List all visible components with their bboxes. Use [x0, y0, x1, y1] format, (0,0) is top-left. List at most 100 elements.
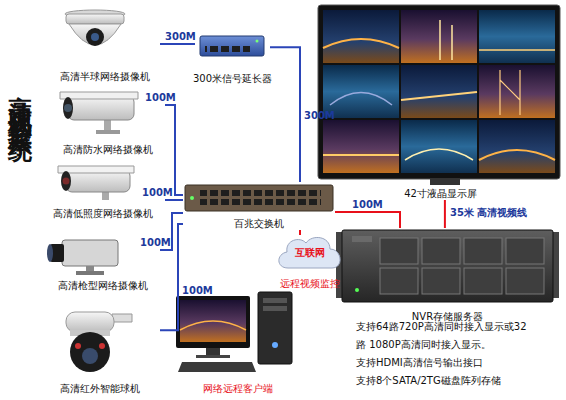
network-switch	[185, 185, 333, 211]
dome-camera	[65, 10, 125, 46]
lcd-monitor	[479, 10, 555, 63]
ptz-dome-camera	[112, 314, 132, 322]
bandwidth-label: 35米 高清视频线	[450, 207, 527, 219]
extender-node: 300米信号延长器	[195, 25, 270, 85]
bullet-camera	[60, 92, 138, 134]
nvr-server	[342, 230, 553, 302]
cable-line	[335, 212, 400, 228]
ptz-camera-node: 高清红外智能球机	[40, 305, 160, 395]
client-pc	[180, 321, 246, 330]
node-label: 42寸液晶显示屏	[404, 188, 477, 200]
node-label: 高清红外智能球机	[60, 383, 140, 395]
client-pc	[272, 342, 278, 348]
signal-extender	[256, 40, 259, 43]
box-camera	[76, 271, 104, 275]
client-pc	[258, 292, 292, 364]
cable-line	[165, 105, 183, 195]
node-label: 高清防水网络摄像机	[63, 144, 153, 156]
network-switch	[190, 196, 194, 200]
ptz-dome-camera	[75, 343, 81, 349]
node-label: 高清半球网络摄像机	[60, 71, 150, 83]
cable-line	[270, 47, 300, 182]
nvr-server	[355, 288, 359, 292]
spec-note: 支持HDMI高清信号输出接口	[356, 354, 556, 372]
client-pc	[180, 300, 246, 342]
dome-camera-node: 高清半球网络摄像机	[50, 5, 160, 83]
cloud-label: 互联网	[295, 247, 325, 259]
nvr-server	[464, 238, 502, 264]
cable-line	[299, 230, 301, 235]
node-label: 高清枪型网络摄像机	[58, 280, 148, 292]
cloud-node: 互联网远程视频监控	[270, 235, 350, 290]
dome-camera	[66, 14, 124, 24]
lcd-monitor	[323, 39, 399, 48]
bullet-camera	[68, 96, 134, 120]
nvr-server	[422, 268, 460, 294]
nvr-server	[506, 238, 544, 264]
lcd-monitor	[318, 5, 560, 179]
lcd-monitor	[323, 10, 399, 63]
cable-line	[165, 199, 183, 201]
signal-extender	[200, 36, 264, 56]
bullet-camera	[64, 104, 72, 112]
node-label: 网络远程客户端	[203, 383, 273, 395]
lcd-monitor	[318, 5, 560, 185]
nvr-server	[380, 238, 418, 264]
lcd-monitor	[440, 20, 452, 60]
bullet-camera	[60, 92, 138, 99]
bullet-camera	[63, 97, 73, 119]
lcd-monitor	[401, 92, 477, 100]
dome-camera	[91, 33, 99, 41]
lcd-monitor	[500, 70, 520, 115]
monitor-node: 42寸液晶显示屏	[318, 3, 563, 200]
node-label: 300米信号延长器	[193, 73, 272, 85]
lowlight-camera	[58, 166, 134, 173]
client-pc	[263, 306, 287, 311]
spec-note: 支持64路720P高清同时接入显示或32路 1080P高清同时接入显示。	[356, 318, 531, 354]
internet-cloud	[279, 237, 340, 268]
lcd-monitor	[323, 154, 399, 156]
box-camera	[47, 240, 118, 275]
node-label: 高清低照度网络摄像机	[53, 208, 153, 220]
bullet-camera	[96, 130, 120, 134]
client-pc	[263, 298, 287, 303]
nvr-node: NVR存储服务器	[340, 228, 555, 323]
network-switch	[200, 189, 321, 207]
network-switch	[185, 185, 333, 211]
lcd-monitor	[430, 179, 460, 185]
cable-line	[160, 43, 195, 45]
nvr-server	[464, 268, 502, 294]
dome-camera	[69, 24, 121, 45]
lcd-monitor	[405, 149, 473, 160]
box-camera	[47, 244, 53, 262]
ptz-dome-camera	[70, 332, 110, 372]
nvr-server	[380, 268, 418, 294]
internet-cloud	[279, 237, 340, 268]
client-pc	[176, 292, 292, 372]
nvr-server	[506, 268, 544, 294]
signal-extender	[200, 36, 264, 56]
cable-line	[444, 200, 446, 228]
lowlight-camera	[61, 171, 71, 191]
client-pc	[196, 355, 230, 358]
node-label: 百兆交换机	[234, 218, 284, 230]
bandwidth-label: 300M	[304, 110, 335, 122]
lcd-monitor	[401, 65, 477, 118]
nvr-server	[336, 230, 559, 302]
ptz-dome-camera	[99, 343, 105, 349]
nvr-server	[422, 238, 460, 264]
switch-node: 百兆交换机	[183, 182, 335, 230]
lcd-monitor	[330, 93, 392, 106]
lcd-monitor	[479, 65, 555, 118]
bandwidth-label: 100M	[182, 285, 213, 297]
nvr-server	[352, 236, 372, 242]
lowlight-camera	[63, 178, 70, 185]
client-pc	[176, 296, 250, 348]
system-title: 高清视频监控系统	[4, 76, 36, 124]
client-pc	[178, 362, 256, 372]
lcd-monitor	[479, 120, 555, 173]
bandwidth-label: 100M	[140, 237, 171, 249]
lcd-monitor	[479, 49, 555, 51]
lowlight-camera	[58, 166, 134, 200]
